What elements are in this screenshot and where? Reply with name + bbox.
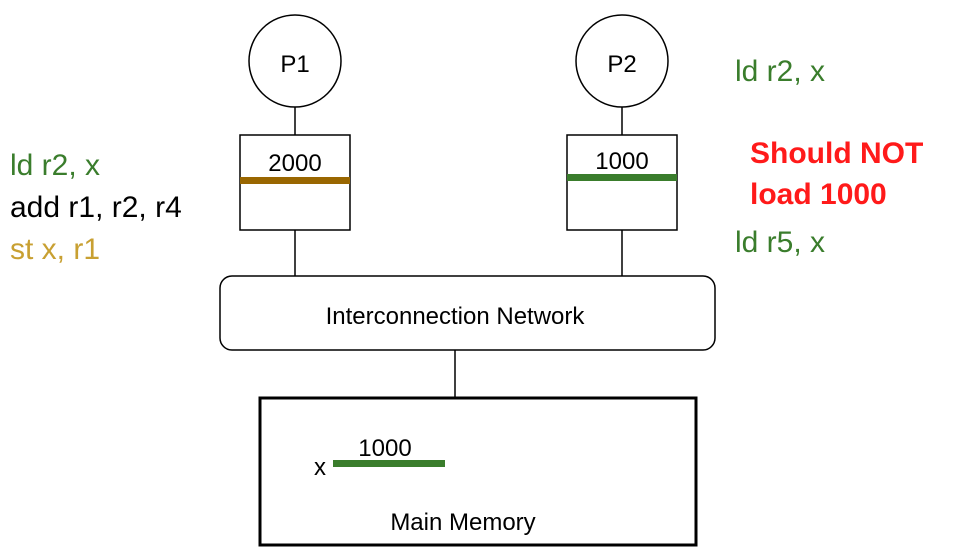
cache-p1-value: 2000 [268, 150, 321, 177]
warning-line-2: load 1000 [750, 178, 887, 211]
memory-line [333, 460, 445, 467]
processor-p2: P2 [575, 14, 669, 108]
processor-p1: P1 [248, 14, 342, 108]
memory-box [258, 396, 698, 547]
p1-code: ld r2, x add r1, r2, r4 st x, r1 [10, 145, 182, 271]
cache-p2-value: 1000 [595, 148, 648, 175]
network-box [219, 275, 716, 351]
processor-p1-label: P1 [280, 51, 309, 78]
processor-p2-label: P2 [607, 51, 636, 78]
interconnection-network: Interconnection Network [219, 275, 716, 351]
p1-code-line-3: st x, r1 [10, 233, 101, 266]
warning-note: Should NOT load 1000 [750, 133, 923, 215]
cache-p1: 2000 [239, 134, 351, 231]
p1-code-line-2: add r1, r2, r4 [10, 191, 182, 224]
network-label: Interconnection Network [326, 303, 586, 330]
cache-p2: 1000 [566, 134, 678, 231]
main-memory: x 1000 Main Memory [258, 396, 698, 547]
cache-p1-line [240, 177, 350, 184]
p2-code-line-1: ld r2, x [735, 55, 826, 88]
memory-value: 1000 [358, 435, 411, 462]
memory-label: Main Memory [390, 509, 535, 536]
processor-p2-circle [575, 14, 669, 108]
connectors [294, 107, 623, 398]
processor-p1-circle [248, 14, 342, 108]
p1-code-line-1: ld r2, x [10, 149, 101, 182]
cache-p2-box [566, 134, 678, 231]
cache-p2-line [567, 174, 677, 181]
memory-var-name: x [314, 454, 326, 481]
warning-line-1: Should NOT [750, 137, 924, 170]
p2-code-line-2: ld r5, x [735, 226, 826, 259]
